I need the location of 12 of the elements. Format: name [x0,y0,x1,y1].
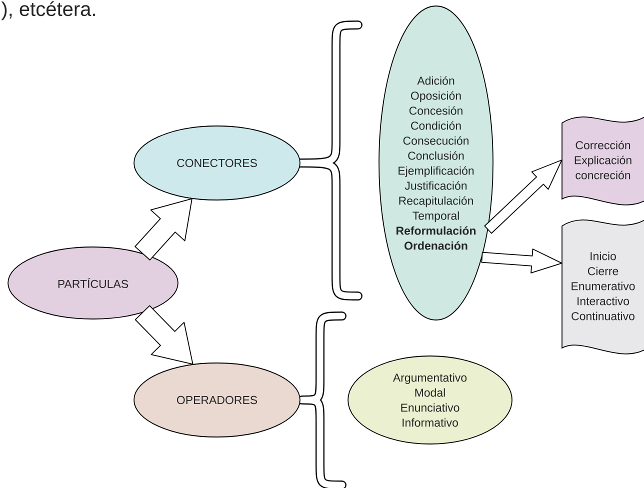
block-arrow [484,160,562,234]
block-arrow [481,248,562,274]
wavy-box: Corrección Explicación concreción [562,114,644,206]
text-fragment: ), etcétera. [1,1,95,20]
oval-node: OPERADORES [134,362,300,438]
block-arrow [134,198,192,260]
oval-node: Adición Oposición Concesión Condición Consecución Conclusión Ejemplificación Justificación Recapitulación Temporal Reformulación Ordenación [378,6,494,320]
oval-node: PARTÍCULAS [8,246,178,320]
oval-node: Argumentativo Modal Enunciativo Informativo [348,356,512,444]
wavy-box: Inicio Cierre Enumerativo Interactivo Continuativo [562,218,644,354]
oval-node: CONECTORES [134,126,300,200]
block-arrow [134,305,194,365]
